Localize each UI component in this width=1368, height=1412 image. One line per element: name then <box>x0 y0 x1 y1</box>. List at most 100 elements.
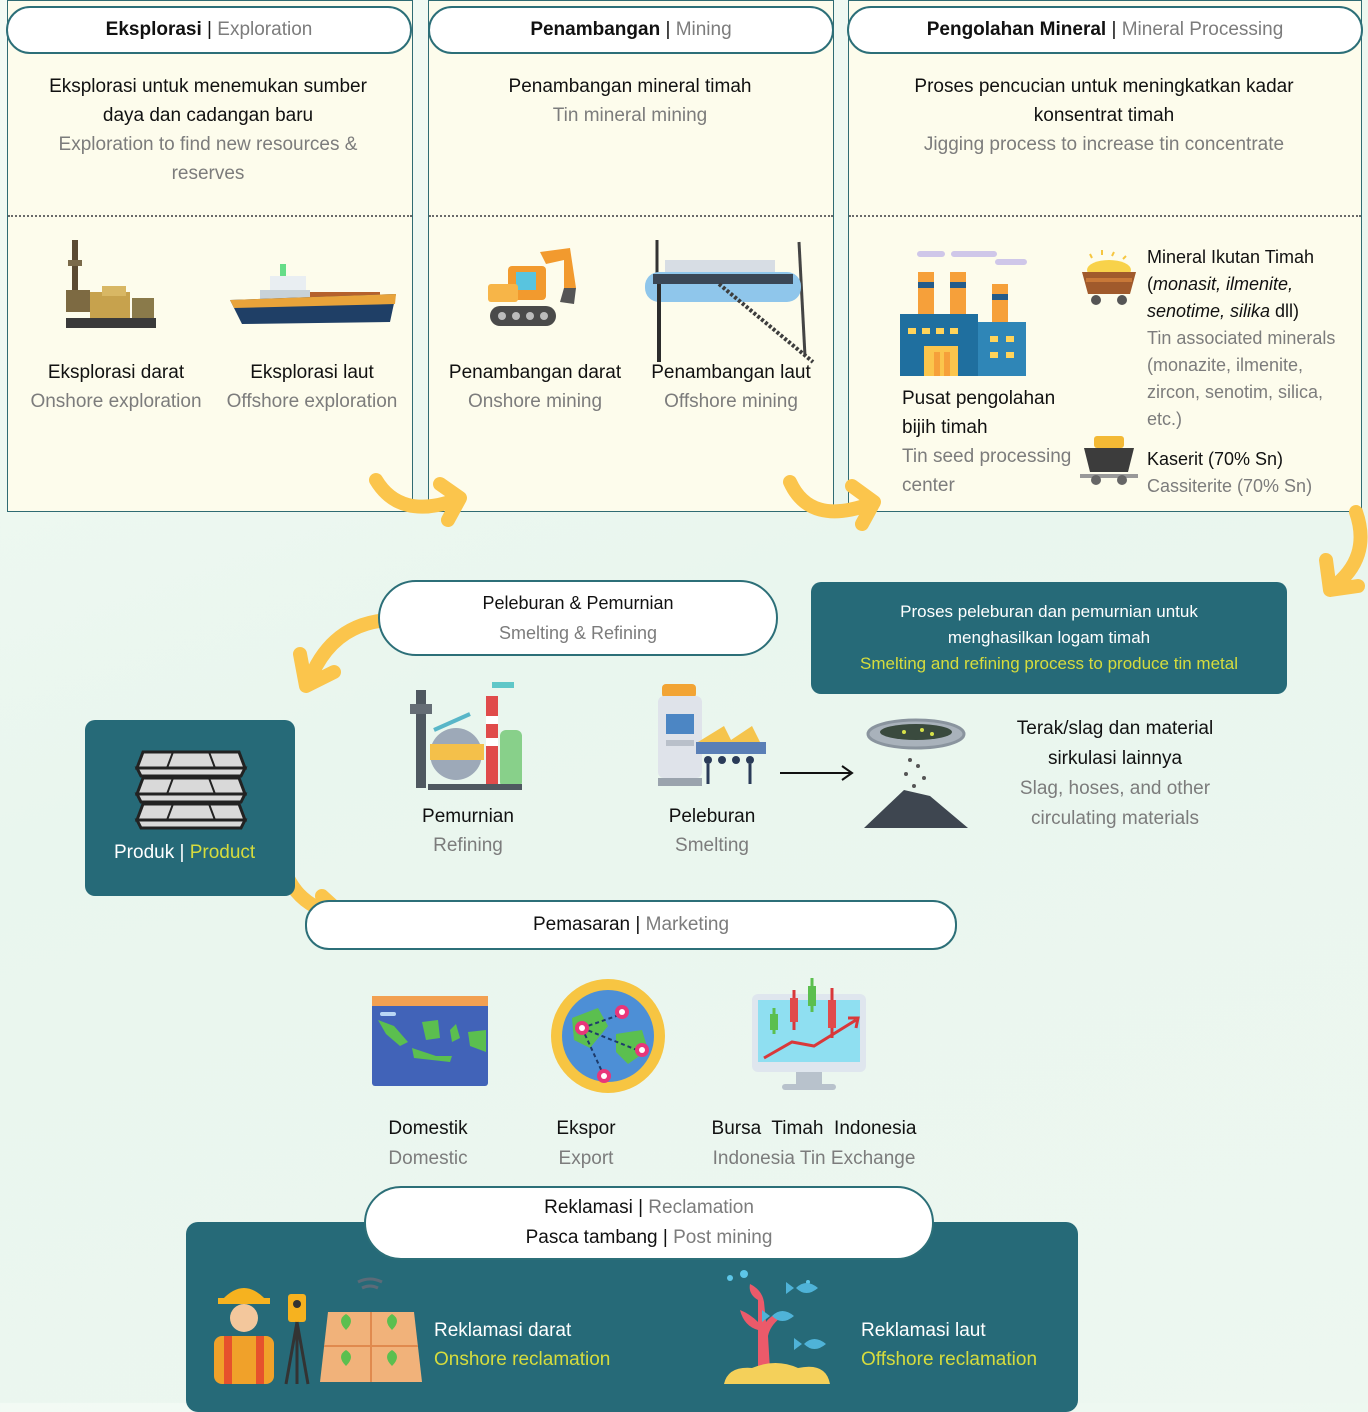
label-en: Offshore mining <box>664 391 798 412</box>
pill-id: Peleburan & Pemurnian <box>482 593 674 613</box>
offshore-mining-label: Penambangan laut Offshore mining <box>636 358 826 416</box>
label-id: Pemurnian <box>422 806 514 827</box>
label-en: Offshore exploration <box>226 391 398 412</box>
smelter-icon <box>658 684 766 786</box>
mining-panel <box>428 0 834 512</box>
slag-text: Terak/slag dan material sirkulasi lainny… <box>996 714 1234 834</box>
associated-minerals-text: Mineral Ikutan Timah (monasit, ilmenite,… <box>1147 244 1355 433</box>
ore-cart-icon <box>1082 250 1136 305</box>
exploration-description: Eksplorasi untuk menemukan sumber daya d… <box>30 72 386 188</box>
pill-en: Smelting & Refining <box>498 623 658 643</box>
divider <box>849 215 1361 217</box>
ship-icon <box>230 264 396 324</box>
onshore-mining-label: Penambangan darat Onshore mining <box>438 358 632 416</box>
arrow-mining-to-processing <box>783 475 881 531</box>
label-en: Onshore mining <box>467 391 603 412</box>
divider <box>429 215 833 217</box>
onshore-exploration-label: Eksplorasi darat Onshore exploration <box>20 358 212 416</box>
label-en: Product <box>189 842 256 863</box>
cass-id: Kaserit (70% Sn) <box>1147 449 1284 469</box>
assoc-suffix: dll) <box>1270 301 1300 321</box>
paren: ( <box>1147 274 1153 294</box>
label-id: Bursa Timah Indonesia <box>711 1118 917 1139</box>
assoc-italic: monasit, ilmenite, senotime, silika <box>1147 274 1294 321</box>
excavator-icon <box>488 248 576 326</box>
line1: Reklamasi | Reclamation <box>544 1193 754 1223</box>
slag-id: Terak/slag dan material sirkulasi lainny… <box>1016 718 1214 769</box>
label-en: Offshore reclamation <box>861 1349 1038 1370</box>
box-id: Proses peleburan dan pemurnian untuk men… <box>900 602 1198 647</box>
assoc-en: Tin associated minerals (monazite, ilmen… <box>1147 328 1336 429</box>
tin-exchange-label: Bursa Timah Indonesia Indonesia Tin Exch… <box>700 1114 928 1174</box>
cass-en: Cassiterite (70% Sn) <box>1147 476 1313 496</box>
label-id: Reklamasi darat <box>434 1320 572 1341</box>
desc-en: Tin mineral mining <box>552 105 708 126</box>
line2-en: Post mining <box>673 1227 773 1248</box>
line1-en: Reclamation <box>648 1197 754 1218</box>
coral-fish-icon <box>724 1270 830 1384</box>
separator: | <box>632 1197 649 1218</box>
separator: | <box>174 842 190 863</box>
export-label: Ekspor Export <box>540 1114 632 1174</box>
planting-field-icon <box>320 1277 422 1382</box>
label-id: Ekspor <box>556 1118 616 1139</box>
to-slag-arrow-icon <box>780 765 854 781</box>
mining-title: Penambangan | Mining <box>428 6 834 54</box>
separator: | <box>630 914 646 935</box>
desc-en: Jigging process to increase tin concentr… <box>923 134 1285 155</box>
mining-description: Penambangan mineral timah Tin mineral mi… <box>440 72 820 130</box>
processing-title: Pengolahan Mineral | Mineral Processing <box>847 6 1363 54</box>
drill-rig-icon <box>66 240 156 328</box>
domestic-label: Domestik Domestic <box>368 1114 488 1174</box>
label-en: Onshore exploration <box>30 391 202 412</box>
title-id: Eksplorasi <box>105 19 202 40</box>
indonesia-map-icon <box>372 996 488 1086</box>
label-id: Reklamasi laut <box>861 1320 986 1341</box>
title-id: Pemasaran <box>532 914 631 935</box>
arrow-exploration-to-mining <box>369 473 467 527</box>
product-box: Produk | Product <box>85 720 295 896</box>
offshore-exploration-label: Eksplorasi laut Offshore exploration <box>216 358 408 416</box>
arrow-processing-to-smelting <box>1319 505 1368 597</box>
product-label: Produk | Product <box>114 842 255 864</box>
cassiterite-cart-icon <box>1080 436 1138 485</box>
label-en: Domestic <box>388 1148 468 1169</box>
separator: | <box>1106 19 1122 40</box>
tin-ingots-icon <box>134 750 248 830</box>
assoc-list: (monasit, ilmenite, senotime, silika dll… <box>1147 271 1355 325</box>
stock-chart-monitor-icon <box>752 978 866 1090</box>
separator: | <box>660 19 676 40</box>
label-en: Refining <box>433 835 503 856</box>
offshore-reclamation-label: Reklamasi laut Offshore reclamation <box>861 1316 1071 1374</box>
refinery-icon <box>410 682 522 790</box>
smelting-description-box: Proses peleburan dan pemurnian untuk men… <box>811 582 1287 694</box>
label-id: Eksplorasi laut <box>250 362 374 383</box>
onshore-reclamation-label: Reklamasi darat Onshore reclamation <box>434 1316 664 1374</box>
label-id: Pusat pengolahan bijih timah <box>902 388 1056 438</box>
title-en: Exploration <box>217 19 313 40</box>
label-id: Penambangan darat <box>448 362 622 383</box>
reclamation-pill: Reklamasi | Reclamation Pasca tambang | … <box>364 1186 934 1260</box>
smelting-pill: Peleburan & Pemurnian Smelting & Refinin… <box>378 580 778 656</box>
desc-id: Eksplorasi untuk menemukan sumber daya d… <box>49 76 367 126</box>
surveyor-worker-icon <box>214 1288 310 1385</box>
factory-icon <box>900 251 1027 376</box>
title-id: Pengolahan Mineral <box>926 19 1107 40</box>
processing-description: Proses pencucian untuk meningkatkan kada… <box>898 72 1310 159</box>
line2-id: Pasca tambang <box>525 1227 658 1248</box>
arrow-smelting-to-product <box>293 613 395 693</box>
line1-id: Reklamasi <box>544 1197 633 1218</box>
box-en: Smelting and refining process to produce… <box>860 654 1238 673</box>
globe-icon <box>551 979 665 1093</box>
processing-center-label: Pusat pengolahan bijih timah Tin seed pr… <box>902 384 1082 500</box>
label-id: Eksplorasi darat <box>47 362 185 383</box>
desc-id: Penambangan mineral timah <box>508 76 752 97</box>
divider <box>8 215 412 217</box>
line2: Pasca tambang | Post mining <box>526 1223 773 1253</box>
label-id: Peleburan <box>668 806 756 827</box>
cassiterite-text: Kaserit (70% Sn) Cassiterite (70% Sn) <box>1147 446 1355 500</box>
label-en: Smelting <box>675 835 749 856</box>
label-en: Onshore reclamation <box>434 1349 611 1370</box>
title-id: Penambangan <box>530 19 661 40</box>
exploration-title: Eksplorasi | Exploration <box>6 6 412 54</box>
